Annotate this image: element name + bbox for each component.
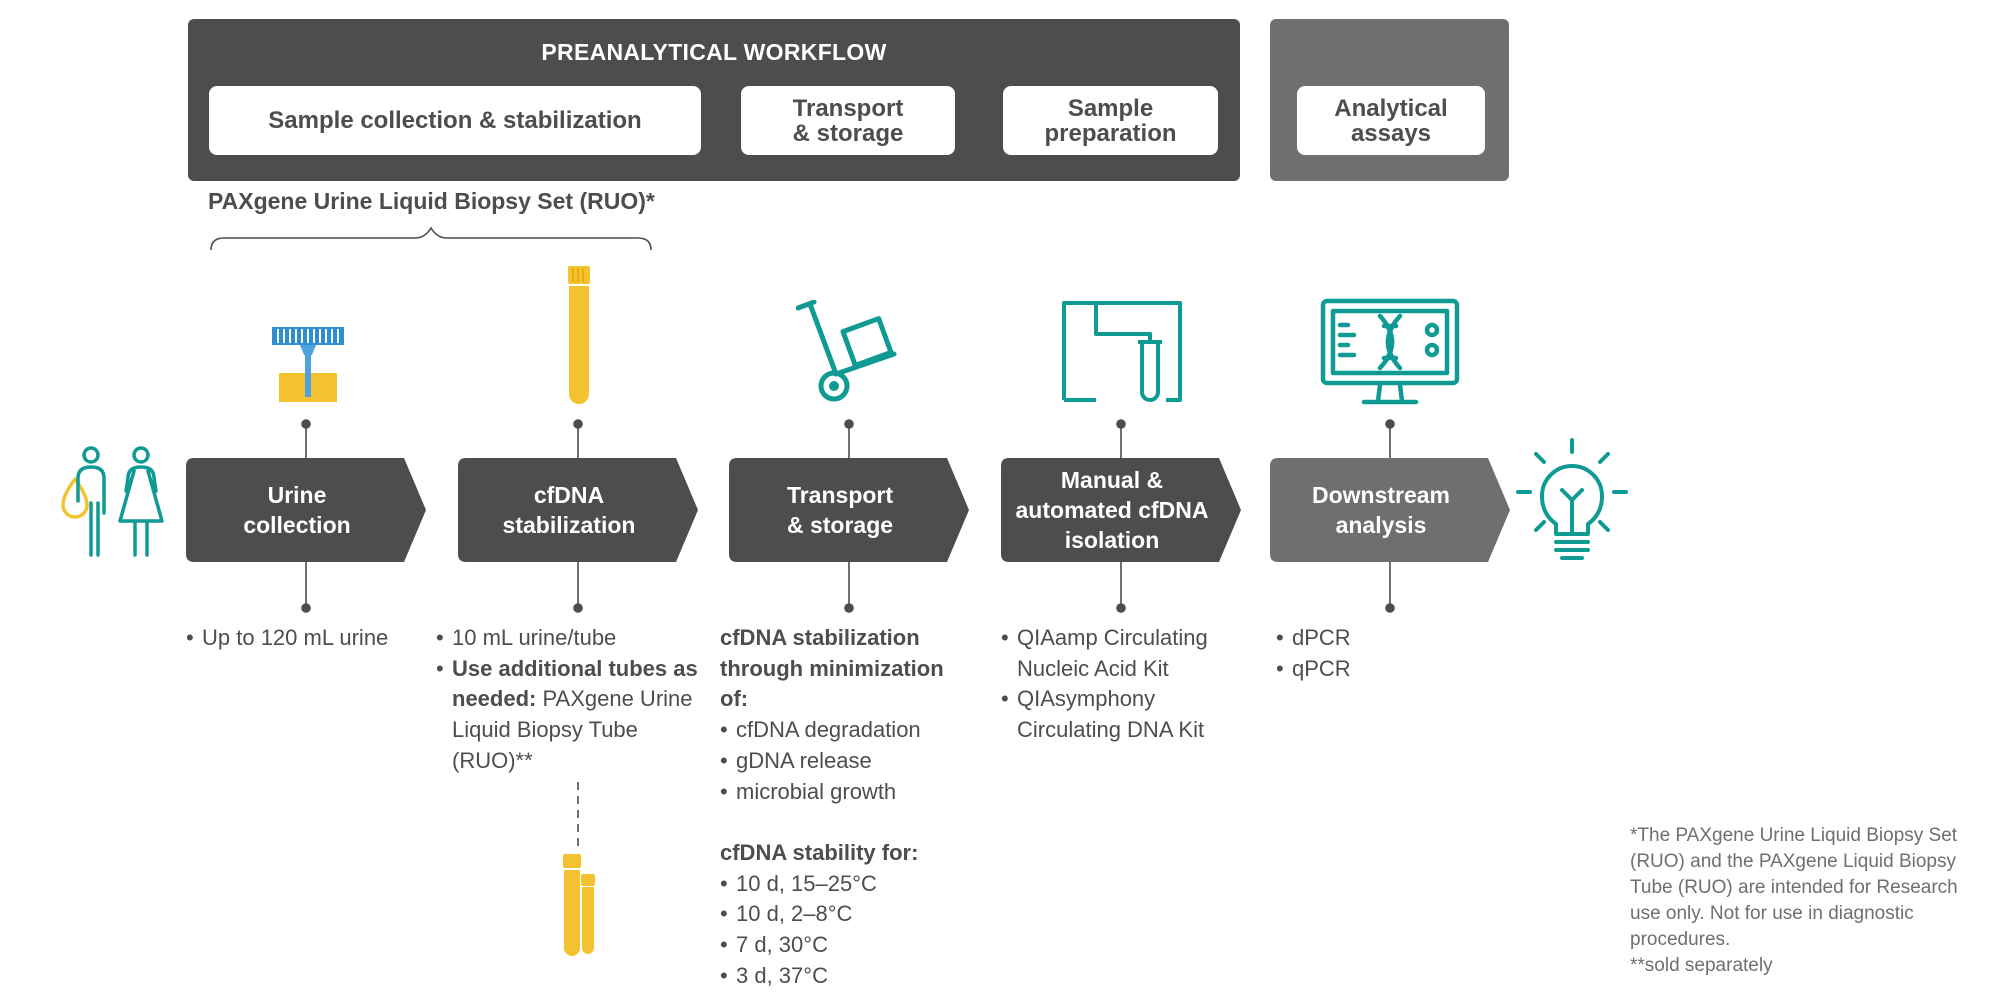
list-item-bold: Use additional tubes as needed: bbox=[452, 655, 698, 712]
phase-sample-collection: Sample collection & stabilization bbox=[209, 86, 701, 155]
footnote: *The PAXgene Urine Liquid Biopsy Set (RU… bbox=[1630, 823, 1990, 979]
step-label: cfDNA stabilization bbox=[502, 482, 636, 538]
kit-set-label: PAXgene Urine Liquid Biopsy Set (RUO)* bbox=[208, 188, 655, 214]
analytical-panel: Analytical assays bbox=[1270, 19, 1509, 181]
chevron-shape bbox=[458, 458, 698, 562]
step-label: Downstream analysis bbox=[1311, 482, 1451, 538]
instrument-tube-icon bbox=[1062, 301, 1182, 402]
list-item: Up to 120 mL urine bbox=[186, 623, 426, 654]
chevron-shape bbox=[1270, 458, 1510, 562]
lightbulb-icon bbox=[1516, 438, 1628, 560]
step-urine-collection: Urine collection bbox=[186, 458, 426, 562]
person-drop-icon bbox=[61, 446, 164, 557]
urine-details: Up to 120 mL urine bbox=[186, 623, 426, 654]
isolation-details: QIAamp Circulating Nucleic Acid Kit QIAs… bbox=[1001, 623, 1251, 746]
preanalytical-title: PREANALYTICAL WORKFLOW bbox=[541, 39, 887, 65]
set-brace bbox=[210, 226, 652, 251]
transport-heading-1: cfDNA stabilization through minimization… bbox=[720, 625, 944, 712]
preanalytical-panel: PREANALYTICAL WORKFLOW Sample collection… bbox=[188, 19, 1240, 181]
footnote-ruo: *The PAXgene Urine Liquid Biopsy Set (RU… bbox=[1630, 825, 1958, 950]
phase-transport-storage: Transport & storage bbox=[741, 86, 955, 155]
chevron-shape bbox=[186, 458, 426, 562]
list-item-rest: PAXgene Urine Liquid Biopsy Tube (RUO)** bbox=[452, 686, 693, 773]
list-item: 3 d, 37°C bbox=[720, 961, 970, 992]
list-item: cfDNA degradation bbox=[720, 715, 970, 746]
list-item: 10 mL urine/tube bbox=[436, 623, 706, 654]
urine-cup-icon bbox=[272, 327, 344, 402]
transport-heading-2: cfDNA stability for: bbox=[720, 839, 919, 865]
list-item: dPCR bbox=[1276, 623, 1476, 654]
list-item: QIAamp Circulating Nucleic Acid Kit bbox=[1001, 623, 1251, 684]
list-item: gDNA release bbox=[720, 746, 970, 777]
list-item: 10 d, 15–25°C bbox=[720, 869, 970, 900]
list-item: qPCR bbox=[1276, 654, 1476, 685]
step-transport-storage: Transport & storage bbox=[729, 458, 969, 562]
dna-monitor-icon bbox=[1320, 298, 1460, 405]
step-cfdna-isolation: Manual & automated cfDNA isolation bbox=[1001, 458, 1241, 562]
phase-sample-preparation: Sample preparation bbox=[1003, 86, 1218, 155]
analysis-details: dPCR qPCR bbox=[1276, 623, 1476, 684]
list-item: 7 d, 30°C bbox=[720, 930, 970, 961]
step-label: Transport & storage bbox=[786, 482, 894, 538]
hand-trolley-icon bbox=[796, 300, 897, 402]
chevron-shape bbox=[729, 458, 969, 562]
step-label: Manual & automated cfDNA isolation bbox=[1015, 467, 1209, 553]
step-cfdna-stabilization: cfDNA stabilization bbox=[458, 458, 698, 562]
phase-analytical-assays: Analytical assays bbox=[1297, 86, 1485, 155]
list-item: Use additional tubes as needed: PAXgene … bbox=[436, 654, 706, 777]
list-item: QIAsymphony Circulating DNA Kit bbox=[1001, 684, 1251, 745]
list-item: 10 d, 2–8°C bbox=[720, 899, 970, 930]
tube-pair-icon bbox=[563, 854, 595, 956]
chevron-shape bbox=[1001, 458, 1241, 562]
step-label: Urine collection bbox=[243, 482, 351, 538]
stabilization-tube-icon bbox=[568, 266, 590, 404]
step-downstream-analysis: Downstream analysis bbox=[1270, 458, 1510, 562]
stabilization-details: 10 mL urine/tube Use additional tubes as… bbox=[436, 623, 706, 777]
transport-details: cfDNA stabilization through minimization… bbox=[720, 623, 970, 991]
list-item: microbial growth bbox=[720, 777, 970, 808]
footnote-sold-separately: **sold separately bbox=[1630, 955, 1773, 976]
